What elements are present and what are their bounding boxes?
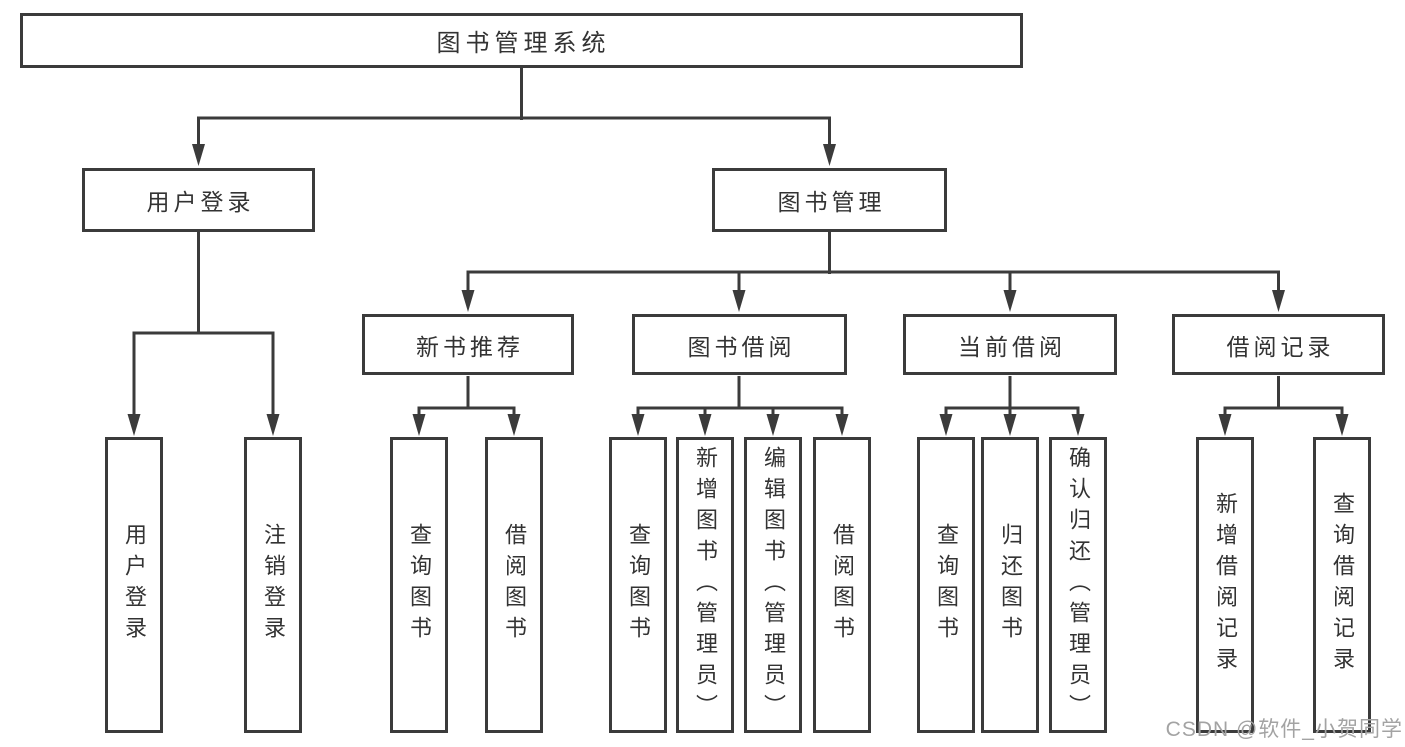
leaf-borrow-books-recommend: 借阅图书	[485, 437, 543, 733]
node-book-borrowing: 图书借阅	[632, 314, 847, 375]
connector-bookmgmt-to-level3	[466, 232, 1280, 293]
arrow-icon	[1071, 414, 1085, 436]
arrow-icon	[1003, 414, 1017, 436]
arrow-icon	[412, 414, 426, 436]
arrow-icon	[127, 414, 141, 436]
leaf-query-books-borrowing: 查询图书	[609, 437, 667, 733]
arrow-icon	[266, 414, 280, 436]
leaf-return-books: 归还图书	[981, 437, 1039, 733]
connector-userlogin-to-leaves	[132, 232, 275, 416]
connector-records-to-leaves	[1223, 376, 1344, 417]
leaf-confirm-return-admin: 确认归还（管理员）	[1049, 437, 1107, 733]
node-book-management: 图书管理	[712, 168, 947, 232]
arrow-icon	[192, 144, 205, 166]
arrow-icon	[1272, 290, 1285, 312]
csdn-watermark: CSDN @软件_小贺同学	[1165, 718, 1403, 741]
connector-currentborrow-to-leaves	[944, 376, 1080, 417]
leaf-borrow-books-borrowing: 借阅图书	[813, 437, 871, 733]
leaf-query-books-current: 查询图书	[917, 437, 975, 733]
arrow-icon	[835, 414, 849, 436]
arrow-icon	[1218, 414, 1232, 436]
leaf-query-books-recommend: 查询图书	[390, 437, 448, 733]
arrow-icon	[507, 414, 521, 436]
arrow-icon	[1003, 290, 1017, 312]
node-user-login: 用户登录	[82, 168, 315, 232]
leaf-user-login: 用户登录	[105, 437, 163, 733]
connector-bookborrow-to-leaves	[636, 376, 844, 417]
arrow-icon	[823, 144, 836, 166]
leaf-add-borrow-record: 新增借阅记录	[1196, 437, 1254, 733]
arrow-icon	[461, 290, 475, 312]
connector-root-to-level2	[197, 68, 831, 147]
arrow-icon	[732, 290, 746, 312]
node-current-borrowing: 当前借阅	[903, 314, 1117, 375]
arrow-icon	[631, 414, 645, 436]
leaf-query-borrow-record: 查询借阅记录	[1313, 437, 1371, 733]
arrow-icon	[766, 414, 780, 436]
node-library-management-system: 图书管理系统	[20, 13, 1023, 68]
connector-newbook-to-leaves	[417, 376, 516, 417]
arrow-icon	[1335, 414, 1349, 436]
arrow-icon	[698, 414, 712, 436]
leaf-edit-books-admin: 编辑图书（管理员）	[744, 437, 802, 733]
leaf-logout: 注销登录	[244, 437, 302, 733]
node-new-book-recommendation: 新书推荐	[362, 314, 574, 375]
node-borrowing-records: 借阅记录	[1172, 314, 1385, 375]
arrow-icon	[939, 414, 953, 436]
leaf-add-books-admin: 新增图书（管理员）	[676, 437, 734, 733]
